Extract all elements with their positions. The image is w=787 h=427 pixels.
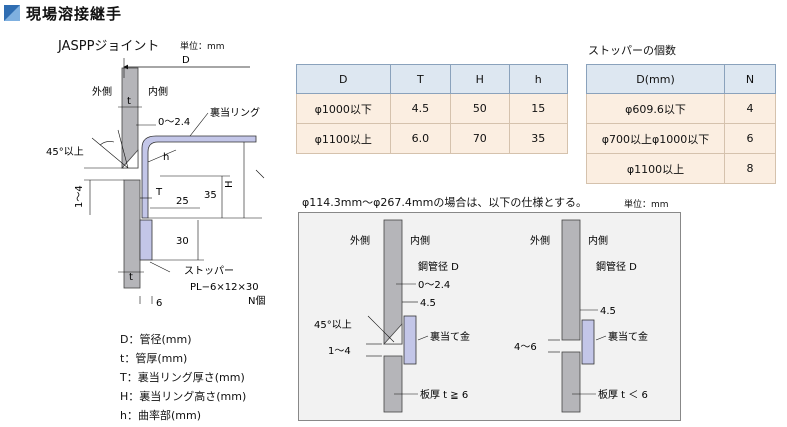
table-header: D [296, 64, 391, 94]
small-pipe-diagram: 外側 内側 鋼管径 D 0～2.4 4.5 45°以上 1～4 裏当て金 板厚 … [298, 212, 681, 421]
table-row: φ609.6以下 4 [585, 93, 776, 124]
table-cell: 4.5 [389, 93, 452, 124]
jaspp-unit: 単位：mm [180, 42, 225, 52]
right-inside-label: 内側 [588, 234, 608, 247]
backing-ring [141, 135, 257, 219]
table-row: φ700以上φ1000以下 6 [585, 123, 776, 154]
left-gap-label: 0～2.4 [418, 280, 450, 291]
table-cell: 4 [724, 93, 776, 124]
jaspp-joint-diagram: D 外側 内側 t 0～2.4 裏当リング 45°以上 1～4 h H 35 T… [46, 55, 265, 309]
small-pipe-heading: φ114.3mm～φ267.4mmの場合は、以下の仕様とする。 [302, 196, 588, 209]
label-30: 30 [176, 236, 189, 247]
table-cell: φ1100以上 [585, 153, 726, 184]
label-t-bottom: t [129, 272, 133, 283]
legend-item: H：裏当リング高さ(mm) [120, 390, 247, 403]
small-pipe-unit: 単位：mm [624, 200, 669, 210]
left-pipe-dia-label: 鋼管径 D [418, 260, 459, 273]
legend: D：管径(mm) t：管厚(mm) T：裏当リング厚さ(mm) H：裏当リング高… [120, 330, 246, 425]
table-cell: 50 [450, 93, 510, 124]
table-header: T [389, 64, 452, 94]
table-row: φ1100以上 8 [585, 153, 776, 184]
right-plate-label: 板厚 t ＜ 6 [598, 388, 648, 401]
left-outside-label: 外側 [350, 234, 370, 247]
label-6: 6 [156, 298, 162, 309]
stopper-table: D(mm) N φ609.6以下 4 φ700以上φ1000以下 6 φ1100… [585, 64, 776, 184]
right-outside-label: 外側 [530, 234, 550, 247]
diagram-panel [298, 212, 681, 421]
jaspp-title: JASPPジョイント [58, 39, 160, 54]
left-backing-label: 裏当て金 [430, 330, 470, 343]
label-T: T [155, 187, 163, 198]
stopper-caption: ストッパーの個数 [588, 44, 676, 57]
dimension-table: D T H h φ1000以下 4.5 50 15 φ1100以上 6.0 70… [296, 64, 569, 154]
right-backing-label: 裏当て金 [608, 330, 648, 343]
right-detail: 外側 内側 鋼管径 D 4.5 4～6 裏当て金 板厚 t ＜ 6 [514, 219, 648, 413]
label-backing-ring: 裏当リング [210, 106, 260, 119]
table-cell: 70 [450, 123, 510, 154]
table-cell: 35 [508, 123, 569, 154]
title-square-icon [4, 5, 20, 21]
table-header: h [508, 64, 569, 94]
label-H-hat: H [224, 180, 235, 188]
label-stopper: ストッパー [184, 265, 234, 277]
label-gap: 0～2.4 [158, 117, 190, 128]
left-angle-label: 45°以上 [314, 319, 352, 331]
stopper-plate [139, 219, 153, 261]
label-t-top: t [127, 96, 131, 107]
table-cell: 15 [508, 93, 569, 124]
label-inside: 内側 [148, 85, 168, 98]
right-thickness-label: 4.5 [600, 306, 616, 317]
label-35: 35 [204, 190, 217, 201]
table-row: φ1000以下 4.5 50 15 [296, 93, 569, 124]
legend-item: T：裏当リング厚さ(mm) [120, 371, 245, 384]
label-D: D [182, 55, 190, 66]
table-cell: φ1100以上 [296, 123, 391, 154]
left-detail: 外側 内側 鋼管径 D 0～2.4 4.5 45°以上 1～4 裏当て金 板厚 … [314, 219, 470, 413]
table-header: H [450, 64, 510, 94]
left-root-label: 1～4 [328, 346, 351, 357]
title-bar: 現場溶接継手 [4, 2, 122, 24]
label-root: 1～4 [74, 185, 85, 208]
legend-item: t：管厚(mm) [120, 352, 188, 365]
table-cell: 6 [724, 123, 776, 154]
table-cell: 8 [724, 153, 776, 184]
table-header: D(mm) [585, 64, 726, 94]
table-header: N [724, 64, 776, 94]
left-plate-label: 板厚 t ≧ 6 [420, 388, 468, 401]
label-stopper-spec: PL−6×12×30 [190, 282, 259, 293]
table-cell: φ700以上φ1000以下 [585, 123, 726, 154]
table-cell: φ1000以下 [296, 93, 391, 124]
label-outside: 外側 [92, 85, 112, 98]
table-header-row: D T H h [296, 64, 569, 94]
table-cell: φ609.6以下 [585, 93, 726, 124]
left-thickness-label: 4.5 [420, 298, 436, 309]
right-root-label: 4～6 [514, 342, 537, 353]
label-25: 25 [176, 196, 189, 207]
right-pipe-dia-label: 鋼管径 D [596, 260, 637, 273]
table-header-row: D(mm) N [585, 64, 776, 94]
page-title: 現場溶接継手 [26, 4, 123, 23]
legend-item: D：管径(mm) [120, 333, 192, 346]
label-angle: 45°以上 [46, 146, 84, 158]
legend-item: h：曲率部(mm) [120, 409, 201, 422]
label-stopper-count: N個 [248, 294, 265, 307]
label-h-hat: h [163, 152, 169, 163]
table-cell: 6.0 [389, 123, 452, 154]
table-row: φ1100以上 6.0 70 35 [296, 123, 569, 154]
left-inside-label: 内側 [410, 234, 430, 247]
